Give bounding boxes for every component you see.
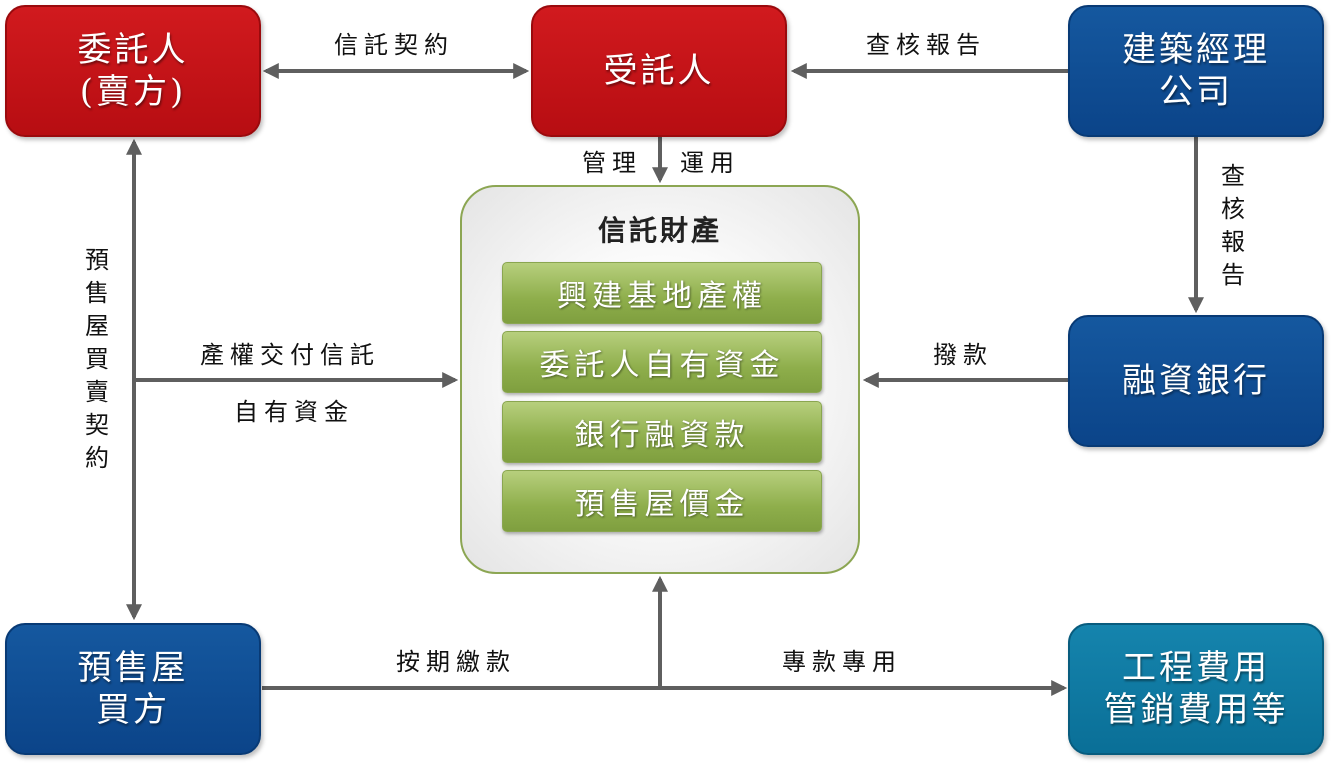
node-construction-manager-line2: 公司 <box>1159 72 1233 112</box>
label-audit-report-vertical: 查 核 報 告 <box>1218 160 1248 292</box>
char: 查 <box>1221 162 1245 190</box>
char: 核 <box>1221 195 1245 223</box>
label-own-funds: 自有資金 <box>234 398 354 426</box>
node-construction-manager: 建築經理 公司 <box>1068 5 1324 137</box>
node-presale-buyer-line2: 買方 <box>96 690 170 730</box>
char: 報 <box>1221 228 1245 256</box>
node-principal-line1: 委託人 <box>77 30 189 70</box>
char: 契 <box>85 411 109 439</box>
node-principal-line2: (賣方) <box>79 72 187 112</box>
label-earmarked-use: 專款專用 <box>782 648 902 676</box>
char: 賣 <box>85 378 109 406</box>
node-trustee-line1: 受託人 <box>603 51 715 91</box>
label-installment-payment: 按期繳款 <box>396 648 516 676</box>
char: 售 <box>85 279 109 307</box>
trust-item-principal-funds: 委託人自有資金 <box>502 331 822 393</box>
node-construction-manager-line1: 建築經理 <box>1122 30 1270 70</box>
char: 預 <box>85 246 109 274</box>
trust-item-land-title: 興建基地產權 <box>502 262 822 324</box>
char: 屋 <box>85 312 109 340</box>
label-manage: 管理 <box>582 149 642 177</box>
trust-item-bank-loan: 銀行融資款 <box>502 401 822 463</box>
node-trustee: 受託人 <box>531 5 787 137</box>
node-expenses: 工程費用 管銷費用等 <box>1068 623 1324 755</box>
char: 買 <box>85 345 109 373</box>
trust-property-title: 信託財產 <box>597 214 722 247</box>
char: 約 <box>85 444 109 472</box>
label-disbursement: 撥款 <box>933 341 993 369</box>
label-presale-contract-vertical: 預 售 屋 買 賣 契 約 <box>82 244 112 475</box>
node-presale-buyer: 預售屋 買方 <box>5 623 261 755</box>
label-trust-contract: 信託契約 <box>334 31 454 59</box>
trust-item-presale-proceeds: 預售屋價金 <box>502 470 822 532</box>
char: 告 <box>1221 261 1245 289</box>
node-expenses-line1: 工程費用 <box>1122 648 1270 688</box>
node-expenses-line2: 管銷費用等 <box>1103 690 1289 730</box>
label-title-delivery: 產權交付信託 <box>200 341 380 369</box>
node-financing-bank-line1: 融資銀行 <box>1122 361 1270 401</box>
node-financing-bank: 融資銀行 <box>1068 315 1324 447</box>
node-presale-buyer-line1: 預售屋 <box>77 648 189 688</box>
label-audit-report-top: 查核報告 <box>866 31 986 59</box>
node-principal: 委託人 (賣方) <box>5 5 261 137</box>
label-operate: 運用 <box>680 149 740 177</box>
